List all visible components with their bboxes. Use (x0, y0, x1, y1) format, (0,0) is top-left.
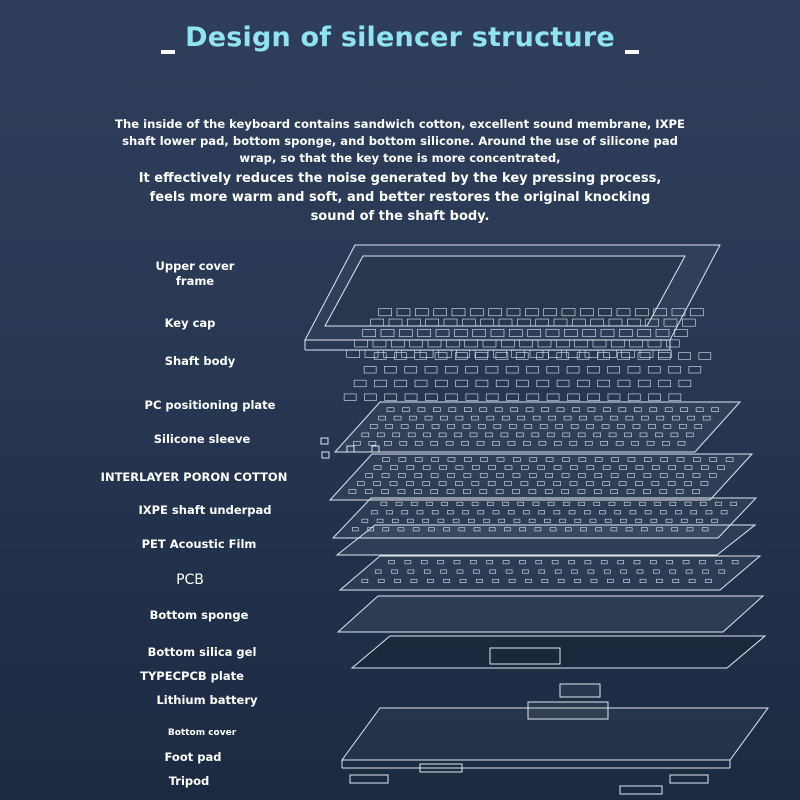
tripod-left (419, 763, 463, 773)
label-foot-pad: Foot pad (164, 750, 222, 764)
silicone-sleeve-piece-1 (320, 437, 329, 445)
pet-acoustic-film (335, 524, 757, 556)
bottom-cover (341, 707, 769, 761)
intro-paragraph-2: It effectively reduces the noise generat… (138, 171, 662, 224)
label-lithium-battery: Lithium battery (156, 693, 258, 707)
interlayer-poron-cotton (328, 453, 754, 501)
ixpe-underpad-holes (352, 501, 737, 532)
silica-gel-cutout (489, 647, 561, 665)
bottom-sponge (336, 595, 765, 633)
label-pet-acoustic-film: PET Acoustic Film (141, 537, 257, 551)
poron-cotton-holes (348, 457, 734, 494)
label-bottom-cover: Bottom cover (167, 728, 237, 738)
typec-pcb-plate (559, 683, 601, 698)
label-key-cap: Key cap (164, 316, 216, 330)
title-text: Design of silencer structure (185, 22, 615, 53)
foot-pad-left (349, 774, 389, 784)
pc-positioning-plate (333, 401, 742, 453)
silicone-sleeve-piece-4 (371, 445, 380, 453)
pcb-board (338, 555, 762, 591)
key-cap-grid (346, 308, 704, 358)
bottom-silica-gel (350, 635, 767, 669)
shaft-body-grid (343, 352, 712, 401)
ixpe-shaft-underpad (331, 497, 758, 539)
label-shaft-body: Shaft body (164, 354, 236, 368)
label-ixpe-shaft-underpad: IXPE shaft underpad (138, 503, 272, 517)
foot-pad-right (669, 774, 709, 784)
silicone-sleeve-piece-2 (321, 451, 330, 459)
label-interlayer-poron-cotton: INTERLAYER PORON COTTON (100, 470, 288, 484)
tripod-right (619, 785, 663, 795)
upper-cover-frame-inner (324, 255, 686, 327)
intro-paragraph-1: The inside of the keyboard contains sand… (115, 117, 685, 165)
label-bottom-sponge: Bottom sponge (149, 608, 249, 622)
label-silicone-sleeve: Silicone sleeve (153, 432, 251, 446)
title-left-bar (161, 50, 176, 54)
title-right-bar (624, 50, 639, 54)
label-tripod: Tripod (168, 774, 210, 788)
page-title: Design of silencer structure (0, 22, 800, 54)
silicone-sleeve-piece-3 (346, 445, 355, 453)
label-bottom-silica-gel: Bottom silica gel (147, 645, 257, 659)
label-typecpcb-plate: TYPECPCB plate (140, 669, 244, 683)
pc-plate-holes (353, 407, 719, 446)
pcb-components (361, 560, 739, 583)
lithium-battery (527, 701, 609, 720)
label-pcb: PCB (176, 572, 204, 588)
label-upper-cover-frame: Upper cover frame (155, 259, 235, 288)
label-pc-positioning-plate: PC positioning plate (144, 398, 276, 412)
